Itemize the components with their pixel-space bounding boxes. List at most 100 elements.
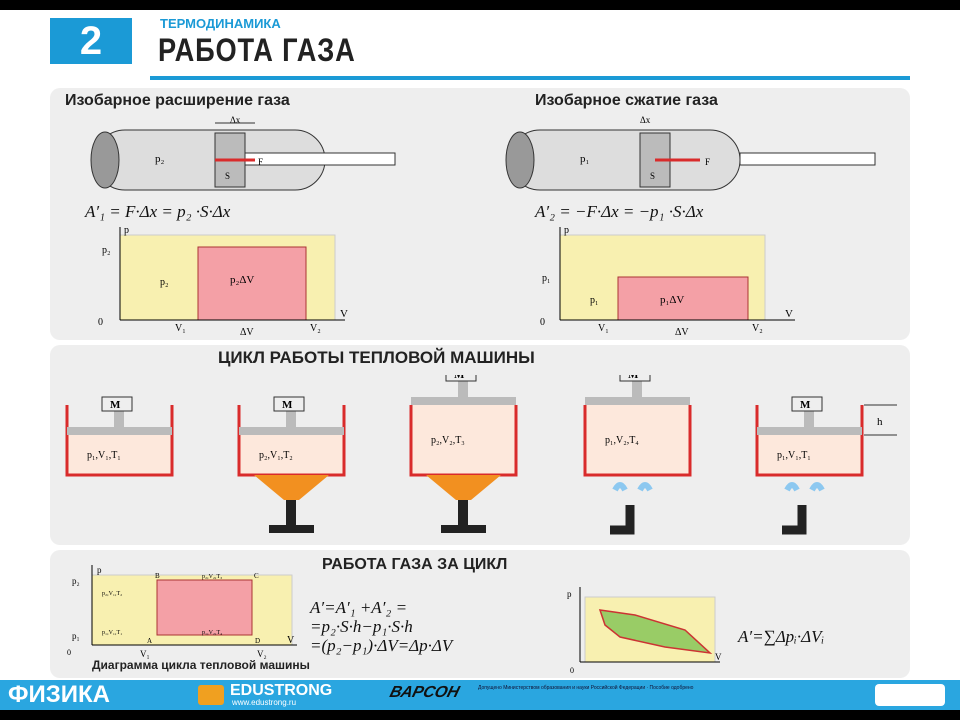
svg-text:0: 0 [540, 317, 545, 328]
svg-text:p: p [97, 565, 102, 575]
compression-formula: A′₂ = −F·Δx = −p₁ ·S·Δx [535, 202, 704, 221]
dx-label: Δx [640, 115, 651, 125]
expansion-cylinder: Δx p₂ F S [90, 115, 396, 191]
svg-text:0: 0 [570, 666, 574, 675]
expansion-title: Изобарное расширение газа [65, 92, 290, 109]
svg-text:M: M [628, 375, 639, 381]
mass-weight [445, 375, 477, 382]
flame-icon [254, 475, 329, 500]
compression-cylinder: Δx p₁ F S [505, 115, 876, 191]
cooler-pipe-icon [782, 505, 807, 535]
work-area-label: p₂ΔV [230, 274, 254, 286]
cycle-stage: M p₁,V₂,T₄ [583, 375, 692, 535]
expansion-formula: A′₁ = F·Δx = p₂ ·S·Δx [85, 202, 231, 221]
svg-text:M: M [454, 375, 465, 381]
formula-line: =p₂·S·h−p₁·S·h [310, 617, 413, 636]
svg-text:p₁,V₁,T₁: p₁,V₁,T₁ [102, 630, 122, 636]
svg-text:V: V [715, 652, 722, 662]
svg-text:M: M [800, 399, 811, 411]
work-area-label: p₁ΔV [660, 294, 684, 306]
svg-text:p: p [564, 225, 569, 236]
state-label: p₂,V₁,T₂ [259, 450, 293, 461]
svg-text:p₂,V₂,T₃: p₂,V₂,T₃ [202, 574, 222, 580]
burner-icon [286, 500, 296, 525]
force-label: F [705, 157, 710, 167]
svg-text:p₂: p₂ [160, 277, 169, 288]
footer-subject: ФИЗИКА [8, 681, 110, 708]
title-divider [150, 76, 910, 80]
cycle-title: ЦИКЛ РАБОТЫ ТЕПЛОВОЙ МАШИНЫ [218, 348, 535, 367]
state-label: p₁,V₂,T₄ [605, 435, 639, 446]
state-label: p₁,V₁,T₁ [777, 450, 811, 461]
svg-text:ΔV: ΔV [675, 327, 689, 338]
svg-text:M: M [110, 399, 121, 411]
svg-text:V₁: V₁ [175, 323, 186, 334]
cycle-stage: M p₂,V₂,T₃ [409, 375, 518, 533]
svg-text:p₂,V₁,T₂: p₂,V₁,T₂ [102, 591, 122, 597]
svg-text:V: V [785, 308, 793, 320]
dx-label: Δx [230, 115, 241, 125]
svg-text:V: V [340, 308, 348, 320]
formula-line: =(p₂−p₁)·ΔV=Δp·ΔV [310, 636, 453, 655]
mass-weight [101, 396, 133, 412]
svg-text:p₁,V₂,T₄: p₁,V₂,T₄ [202, 630, 222, 636]
compression-title: Изобарное сжатие газа [535, 92, 718, 109]
page-title: РАБОТА ГАЗА [158, 32, 356, 68]
compression-pv-graph: p V 0 p₁ p₁ V₁ V₂ ΔV p₁ΔV [540, 225, 795, 338]
pressure-label: p₂ [155, 153, 165, 165]
cooling-icon [612, 482, 653, 492]
svg-text:p₂: p₂ [102, 245, 111, 256]
svg-text:0: 0 [98, 317, 103, 328]
svg-text:V: V [287, 635, 295, 646]
footer-banner: ФИЗИКА EDUSTRONG www.edustrong.ru ВАРСОН… [0, 680, 960, 710]
svg-text:V₁: V₁ [140, 649, 150, 659]
expansion-pv-graph: p V 0 p₂ p₂ V₁ V₂ ΔV p₂ΔV [98, 225, 348, 338]
svg-text:0: 0 [67, 648, 71, 657]
general-cycle-graph: p V 0 [567, 587, 722, 675]
state-label: p₂,V₂,T₃ [431, 435, 465, 446]
svg-text:V₂: V₂ [310, 323, 321, 334]
force-label: F [258, 157, 263, 167]
cycle-diagram: p V 0 p₂ p₁ V₁ V₂ B C A D p₂,V₁,T₂ p₂,V₂… [67, 565, 297, 659]
footer-brand[interactable]: EDUSTRONG [230, 682, 333, 699]
pressure-label: p₁ [580, 153, 590, 165]
svg-text:h: h [877, 416, 883, 428]
cooling-icon [784, 482, 825, 492]
footer-url[interactable]: www.edustrong.ru [232, 698, 297, 707]
svg-text:B: B [155, 572, 160, 580]
partner-logo-icon [875, 684, 945, 706]
mass-weight [791, 396, 823, 412]
diagram-caption: Диаграмма цикла тепловой машины [92, 658, 310, 672]
svg-text:ΔV: ΔV [240, 327, 254, 338]
svg-text:M: M [282, 399, 293, 411]
poster: 2 ТЕРМОДИНАМИКА РАБОТА ГАЗА Изобарное ра… [0, 10, 960, 710]
svg-text:A: A [147, 637, 152, 645]
svg-text:p₁: p₁ [542, 273, 551, 284]
state-label: p₁,V₁,T₁ [87, 450, 121, 461]
svg-text:V₂: V₂ [257, 649, 267, 659]
svg-text:p: p [567, 589, 572, 599]
svg-text:p: p [124, 225, 129, 236]
work-cycle-title: РАБОТА ГАЗА ЗА ЦИКЛ [322, 556, 508, 573]
publisher-logo: ВАРСОН [387, 684, 462, 701]
general-work-formula: A′=∑Δpᵢ·ΔVᵢ [738, 627, 825, 646]
edustrong-logo-icon [198, 685, 224, 705]
svg-text:p₁: p₁ [590, 295, 599, 306]
flame-icon [426, 475, 501, 500]
svg-text:D: D [255, 637, 260, 645]
svg-text:V₂: V₂ [752, 323, 763, 334]
area-label: S [225, 171, 230, 181]
svg-text:p₂: p₂ [72, 576, 80, 586]
cycle-stage: M p₂,V₁,T₂ [237, 396, 346, 533]
fine-print: Допущено Министерством образования и нау… [478, 685, 694, 691]
mass-weight [273, 396, 305, 412]
cycle-stage: M p₁,V₁,T₁ [65, 396, 174, 477]
burner-icon [458, 500, 468, 525]
formula-line: A′=A′₁ +A′₂ = [310, 598, 408, 617]
cooler-pipe-icon [610, 505, 635, 535]
svg-text:p₁: p₁ [72, 631, 80, 641]
section-number: 2 [50, 18, 132, 64]
svg-text:V₁: V₁ [598, 323, 609, 334]
mass-weight [619, 375, 651, 382]
cycle-stage: M p₁,V₁,T₁ h [755, 396, 897, 535]
